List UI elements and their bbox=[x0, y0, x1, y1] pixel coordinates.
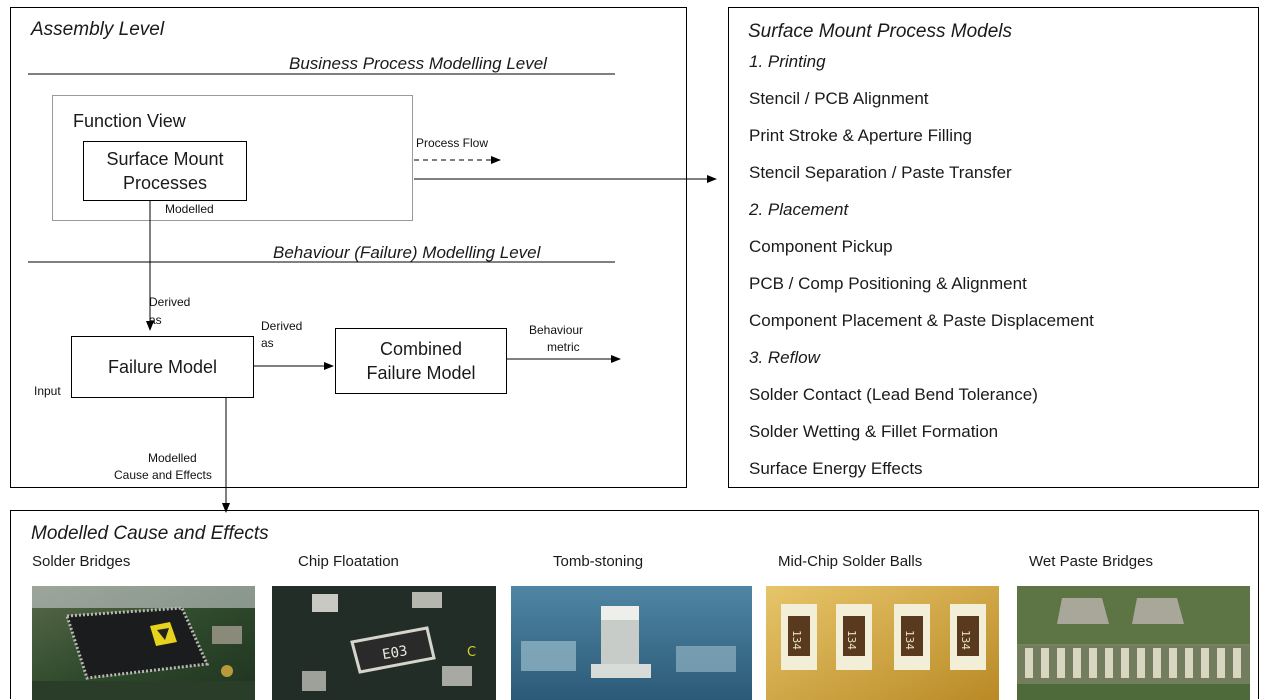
caption-mid-chip-solder-balls: Mid-Chip Solder Balls bbox=[778, 553, 923, 570]
assembly-level-panel: Assembly Level Business Process Modellin… bbox=[10, 7, 687, 488]
failure-model-box: Failure Model bbox=[71, 336, 254, 398]
process-model-item: Print Stroke & Aperture Filling bbox=[749, 126, 972, 145]
failure-model-label: Failure Model bbox=[107, 357, 218, 377]
svg-text:134: 134 bbox=[959, 630, 972, 650]
process-model-item: Stencil / PCB Alignment bbox=[749, 89, 929, 108]
business-level-label: Business Process Modelling Level bbox=[289, 54, 547, 73]
derived-as-vertical-line1: Derived bbox=[149, 295, 191, 309]
photo-mid-chip-solder-balls: 134 134 134 134 bbox=[766, 586, 999, 700]
process-stage-heading: 2. Placement bbox=[749, 200, 849, 219]
behaviour-metric-line2: metric bbox=[547, 340, 580, 354]
function-view-label: Function View bbox=[73, 111, 186, 131]
combined-line1: Combined bbox=[379, 339, 463, 359]
cause-effects-title: Modelled Cause and Effects bbox=[31, 523, 269, 544]
behaviour-level-label: Behaviour (Failure) Modelling Level bbox=[273, 243, 541, 262]
surface-mount-line1: Surface Mount bbox=[106, 149, 224, 169]
process-model-item: PCB / Comp Positioning & Alignment bbox=[749, 274, 1027, 293]
process-model-item: Component Pickup bbox=[749, 237, 893, 256]
svg-text:134: 134 bbox=[790, 630, 803, 650]
modelled-ce-line1: Modelled bbox=[148, 451, 197, 465]
behaviour-metric-line1: Behaviour bbox=[529, 323, 584, 337]
photo-wet-paste-bridges bbox=[1017, 586, 1250, 700]
svg-text:C: C bbox=[467, 645, 476, 660]
input-label: Input bbox=[34, 384, 61, 398]
derived-as-horizontal-line1: Derived bbox=[261, 319, 303, 333]
assembly-level-title: Assembly Level bbox=[31, 19, 165, 40]
derived-as-vertical-line2: as bbox=[149, 313, 162, 327]
process-models-panel: Surface Mount Process Models 1. Printing… bbox=[728, 7, 1259, 488]
modelled-ce-line2: Cause and Effects bbox=[114, 468, 212, 482]
process-model-item: Solder Wetting & Fillet Formation bbox=[749, 422, 999, 441]
caption-solder-bridges: Solder Bridges bbox=[32, 553, 131, 570]
combined-failure-model-box: Combined Failure Model bbox=[335, 328, 507, 394]
surface-mount-line2: Processes bbox=[122, 173, 208, 193]
photo-tomb-stoning bbox=[511, 586, 752, 700]
process-flow-label: Process Flow bbox=[416, 136, 489, 150]
svg-text:134: 134 bbox=[845, 630, 858, 650]
process-model-item: Surface Energy Effects bbox=[749, 459, 923, 478]
surface-mount-processes-box: Surface Mount Processes bbox=[83, 141, 247, 201]
modelled-label: Modelled bbox=[165, 202, 214, 216]
caption-wet-paste-bridges: Wet Paste Bridges bbox=[1029, 553, 1153, 570]
process-model-item: Stencil Separation / Paste Transfer bbox=[749, 163, 1012, 182]
combined-line2: Failure Model bbox=[366, 363, 476, 383]
svg-text:134: 134 bbox=[903, 630, 916, 650]
process-stage-heading: 3. Reflow bbox=[749, 348, 820, 367]
derived-as-horizontal-line2: as bbox=[261, 336, 274, 350]
process-model-item: Component Placement & Paste Displacement bbox=[749, 311, 1094, 330]
cause-effects-panel: Modelled Cause and Effects Solder Bridge… bbox=[10, 510, 1259, 700]
process-stage-heading: 1. Printing bbox=[749, 52, 826, 71]
photo-solder-bridges bbox=[32, 586, 255, 700]
photo-chip-floatation: E03 C bbox=[272, 586, 496, 700]
caption-chip-floatation: Chip Floatation bbox=[298, 553, 399, 570]
svg-text:E03: E03 bbox=[381, 643, 409, 663]
caption-tomb-stoning: Tomb-stoning bbox=[553, 553, 644, 570]
process-models-title: Surface Mount Process Models bbox=[748, 21, 1013, 42]
process-model-item: Solder Contact (Lead Bend Tolerance) bbox=[749, 385, 1038, 404]
